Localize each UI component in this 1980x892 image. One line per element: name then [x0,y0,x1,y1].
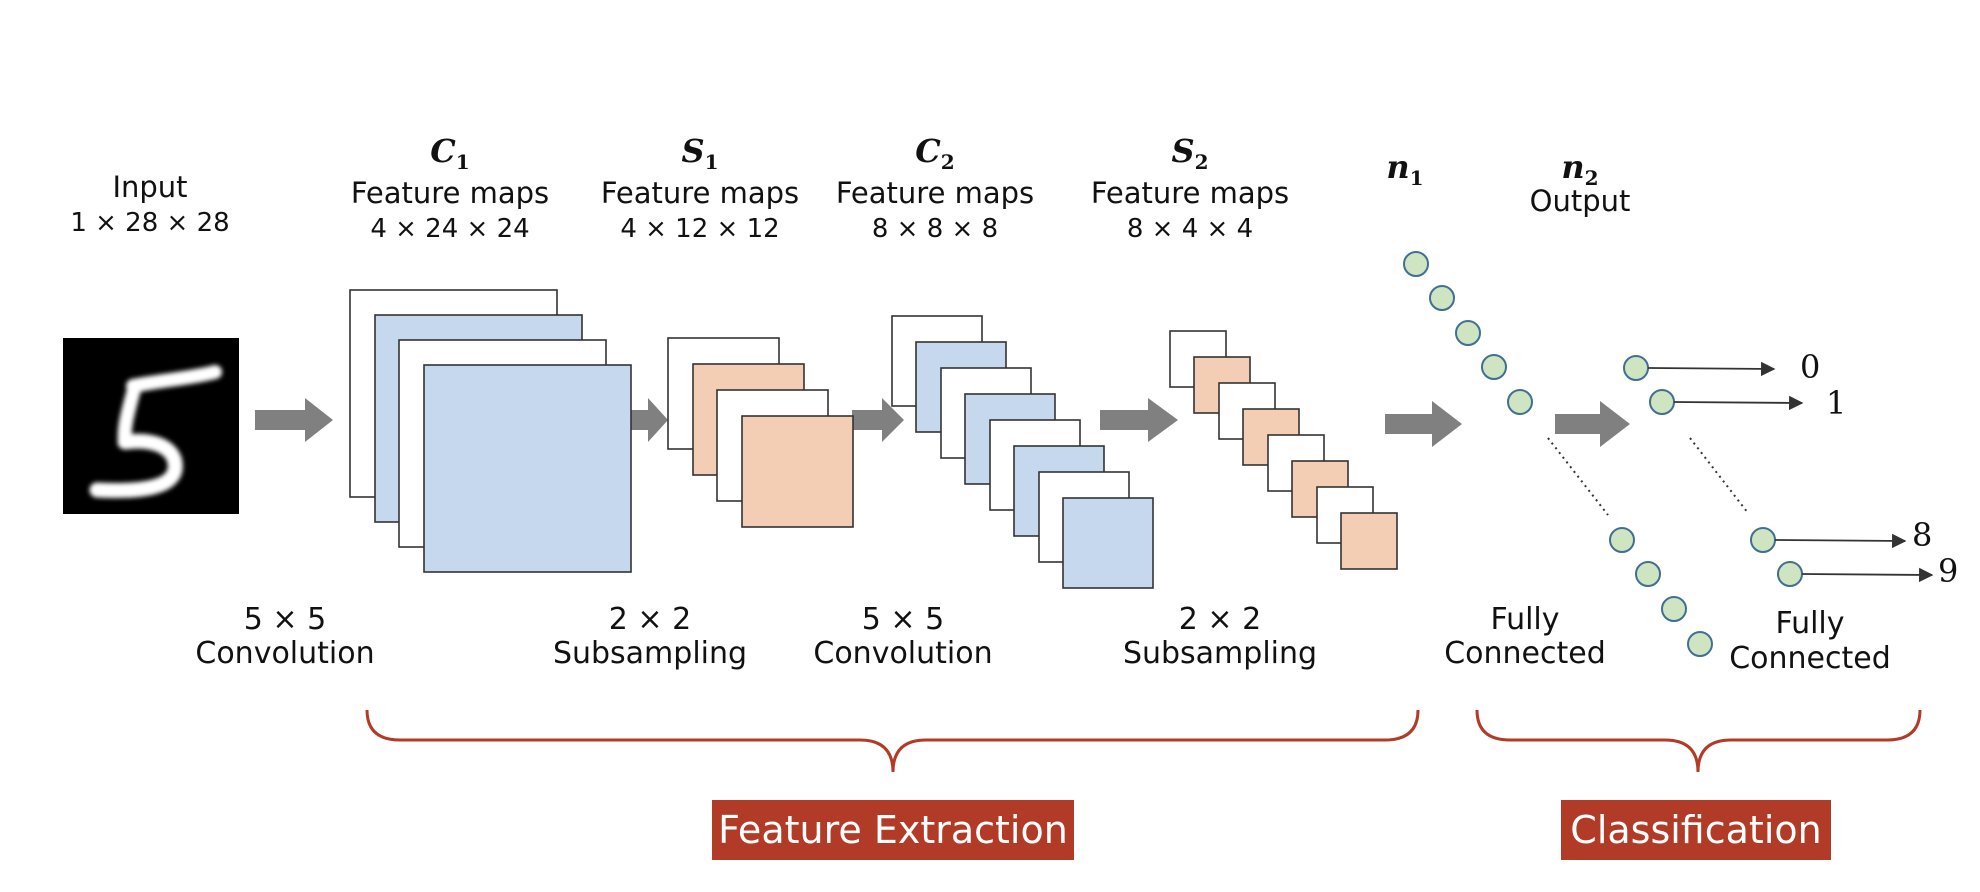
op-fc2-line1: Fully [1775,606,1845,641]
op-conv1-size: 5 × 5 [243,602,327,637]
n1-neuron [1635,561,1661,587]
arrow-n1-n2 [1555,401,1630,447]
feature-extraction-brace [365,709,1420,773]
s2-map-8 [1340,512,1398,570]
s2-name: Feature maps [1090,176,1290,210]
c2-map-8 [1062,497,1154,589]
op-fc1-line1: Fully [1490,602,1560,637]
s1-feature-maps [667,337,854,528]
n2-neurons [1623,355,1803,587]
output-class-9: 9 [1938,552,1959,590]
arrow-s1-c2 [852,398,904,442]
n1-neuron [1403,251,1429,277]
n2-ellipsis [1689,437,1749,514]
feature-extraction-banner: Feature Extraction [712,800,1074,860]
op-sub2-size: 2 × 2 [1178,602,1262,637]
output-arrow-9 [1801,567,1934,583]
c1-map-4 [423,364,632,573]
n2-neuron [1649,389,1675,415]
c1-name: Feature maps [350,176,550,210]
n2-neuron [1777,561,1803,587]
input-dims: 1 × 28 × 28 [70,208,230,238]
input-digit-image [63,338,239,514]
n1-ellipsis [1547,437,1609,516]
n2-neuron [1750,527,1776,553]
op-conv1-name: Convolution [195,636,375,671]
c2-feature-maps [891,315,1154,589]
input-title: Input [112,170,188,204]
c1-symbol: C1 [430,132,470,174]
output-class-0: 0 [1800,348,1821,386]
op-sub2-name: Subsampling [1122,636,1318,671]
c2-dims: 8 × 8 × 8 [871,214,999,244]
output-arrow-0 [1647,361,1776,377]
process-arrows [255,398,1630,447]
s1-dims: 4 × 12 × 12 [620,214,780,244]
n1-neuron [1609,527,1635,553]
c2-symbol: C2 [915,132,955,174]
output-arrow-8 [1774,533,1907,549]
s2-symbol: S2 [1171,132,1209,174]
op-fc1-line2: Connected [1444,636,1606,671]
classification-brace [1475,709,1922,773]
n2-name: Output [1529,184,1631,218]
op-conv2-size: 5 × 5 [861,602,945,637]
n1-neuron [1429,285,1455,311]
n2-symbol: n2 [1561,148,1599,190]
n2-neuron [1623,355,1649,381]
c1-feature-maps [349,289,632,573]
n1-neuron [1661,596,1687,622]
arrow-input-c1 [255,398,333,442]
n1-symbol: n1 [1386,148,1424,190]
s1-map-4 [741,415,854,528]
n1-neuron [1481,354,1507,380]
output-arrow-1 [1673,395,1804,411]
op-sub1-name: Subsampling [552,636,748,671]
s2-dims: 8 × 4 × 4 [1126,214,1254,244]
output-class-1: 1 [1826,384,1847,422]
n1-neurons [1403,251,1713,657]
arrow-s2-n1 [1385,401,1462,447]
op-conv2-name: Convolution [813,636,993,671]
c2-name: Feature maps [835,176,1035,210]
s1-name: Feature maps [600,176,800,210]
op-sub1-size: 2 × 2 [608,602,692,637]
classification-banner: Classification [1561,800,1831,860]
arrow-c2-s2 [1100,398,1178,442]
n1-neuron [1455,320,1481,346]
arrow-c1-s1 [630,398,668,442]
output-arrows [1647,361,1934,583]
s2-feature-maps [1169,330,1398,570]
c1-dims: 4 × 24 × 24 [370,214,530,244]
op-fc2-line2: Connected [1729,641,1891,676]
n1-neuron [1687,631,1713,657]
s1-symbol: S1 [681,132,719,174]
n1-neuron [1507,389,1533,415]
output-class-8: 8 [1912,516,1933,554]
